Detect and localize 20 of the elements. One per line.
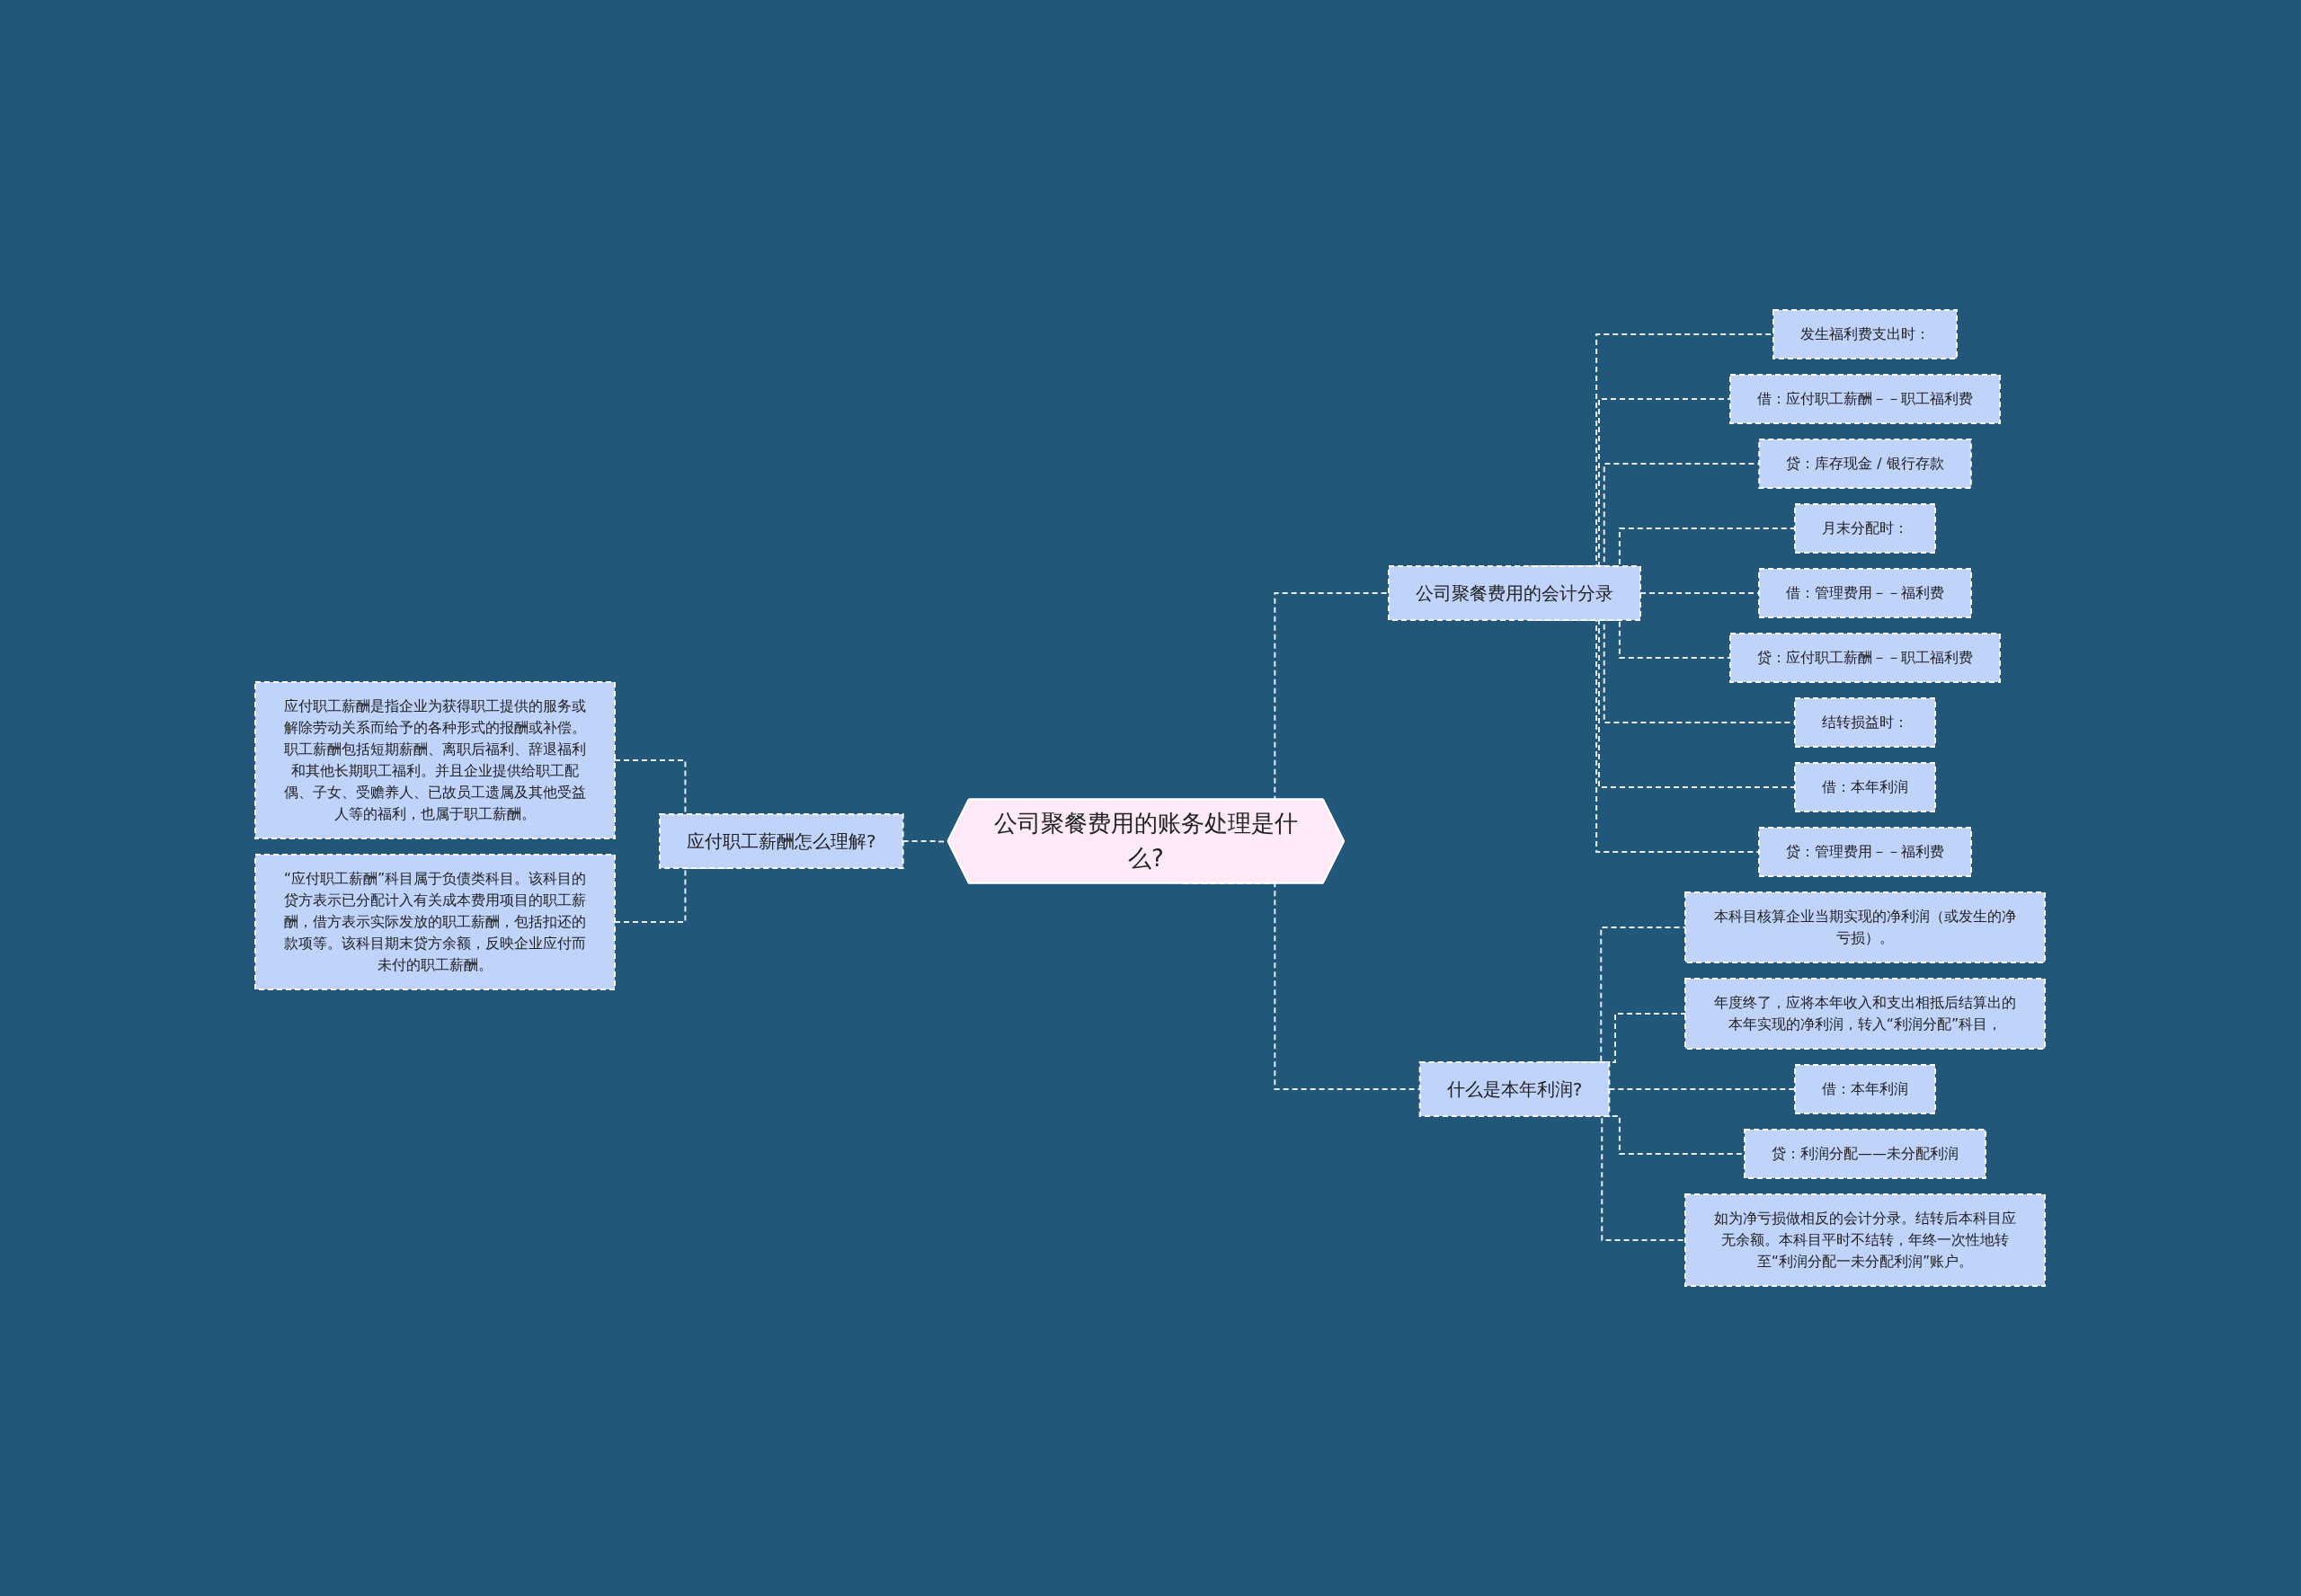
node-box: 结转损益时： [1794, 697, 1937, 748]
node-box: “应付职工薪酬”科目属于负债类科目。该科目的贷方表示已分配计入有关成本费用项目的职工薪酬，借方表示实际发放的职工薪酬，包括扣还的款项等。该科目期末贷方余额，反映企业应付而未付的职工薪酬。 [254, 854, 617, 990]
connector [1639, 592, 1761, 594]
node-box: 发生福利费支出时： [1772, 309, 1959, 359]
node-box: 如为净亏损做相反的会计分录。结转后本科目应无余额。本科目平时不结转，年终一次性地转至“利润分配一未分配利润”账户。 [1684, 1193, 2047, 1287]
node-box: 借：管理费用－－福利费 [1758, 568, 1973, 618]
node-box: 公司聚餐费用的会计分录 [1388, 565, 1642, 621]
node-box: 应付职工薪酬是指企业为获得职工提供的服务或解除劳动关系而给予的各种形式的报酬或补偿。职工薪酬包括短期薪酬、离职后福利、辞退福利和其他长期职工福利。并且企业提供给职工配偶、子女、受赡养人、已故员工遗属及其他受益人等的福利，也属于职工薪酬。 [254, 681, 617, 839]
node-box: 借：应付职工薪酬－－职工福利费 [1729, 374, 2002, 424]
node-box: 月末分配时： [1794, 503, 1937, 554]
node-box: 年度终了，应将本年收入和支出相抵后结算出的本年实现的净利润，转入“利润分配”科目， [1684, 978, 2047, 1050]
node-box: 贷：管理费用－－福利费 [1758, 827, 1973, 877]
node-box: 借：本年利润 [1794, 762, 1937, 812]
node-box: 贷：应付职工薪酬－－职工福利费 [1729, 633, 2002, 683]
node-box: 贷：利润分配——未分配利润 [1744, 1129, 1987, 1179]
node-box: 本科目核算企业当期实现的净利润（或发生的净亏损）。 [1684, 891, 2047, 963]
node-box: 什么是本年利润? [1419, 1061, 1611, 1117]
node-box: 贷：库存现金 / 银行存款 [1758, 439, 1973, 489]
node-box: 借：本年利润 [1794, 1064, 1937, 1114]
node-box: 应付职工薪酬怎么理解? [659, 813, 905, 869]
